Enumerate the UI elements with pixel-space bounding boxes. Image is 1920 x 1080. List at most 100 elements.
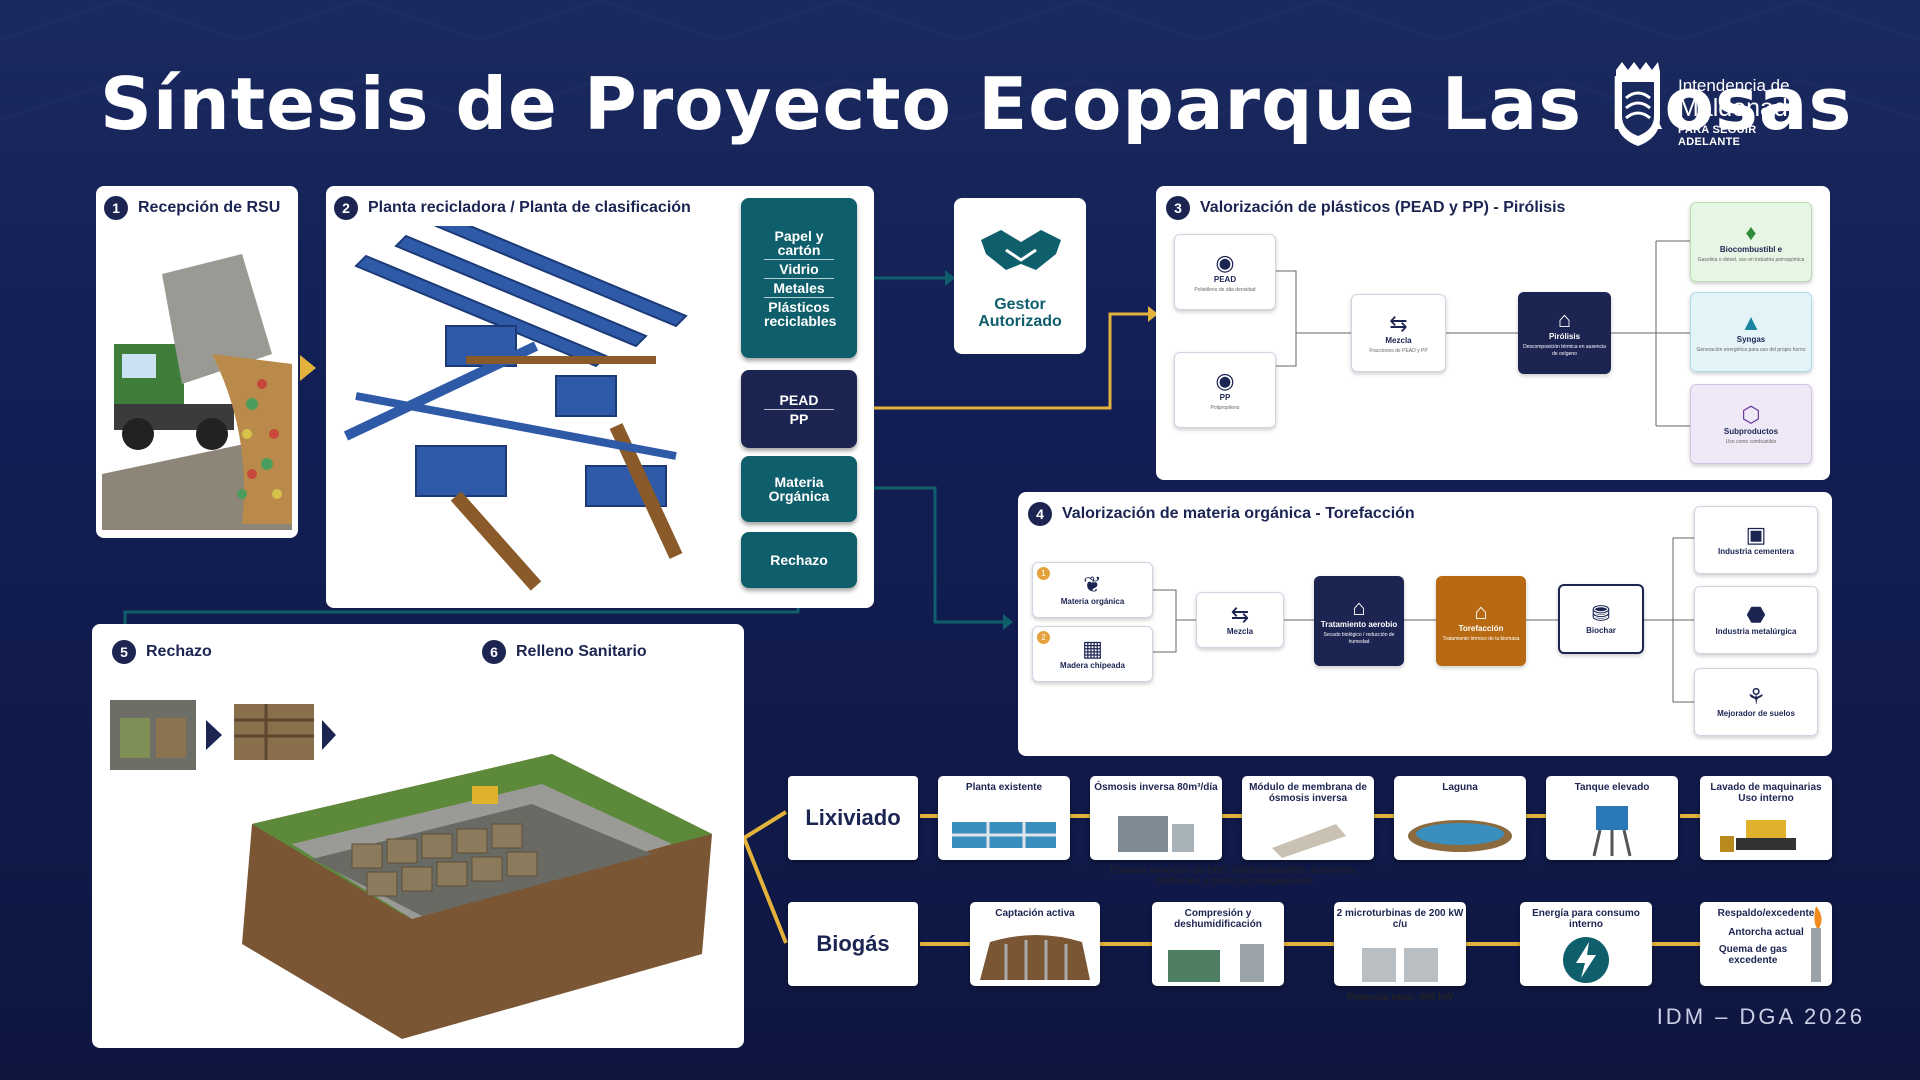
category-item: PEAD <box>764 391 834 410</box>
node-sub: Polipropileno <box>1210 404 1240 411</box>
landfill-cross-section-illustration <box>242 754 712 1039</box>
category-group-plasticos: PEAD PP <box>741 370 857 448</box>
furnace-icon: ⌂ <box>1474 598 1488 624</box>
category-group-rechazo: Rechazo <box>741 532 857 588</box>
section-rechazo-relleno: 5 Rechazo 6 Relleno Sanitario <box>92 624 744 1048</box>
coat-of-arms-icon <box>1616 62 1660 146</box>
step-label: Compresión y deshumidificación <box>1174 908 1262 930</box>
step-number: 6 <box>482 640 506 664</box>
flare-icon <box>1811 906 1822 982</box>
step-label: Laguna <box>1442 782 1478 793</box>
node-label: Materia orgánica <box>1060 597 1125 606</box>
category-item: Metales <box>764 279 834 298</box>
bin-icon: ⛃ <box>1591 601 1611 626</box>
node-label: Biochar <box>1586 626 1616 635</box>
lagoon-icon <box>1408 820 1512 852</box>
footer-code: IDM – DGA 2026 <box>1656 1004 1865 1029</box>
polymer-icon: ◉ <box>1215 367 1235 393</box>
category-item: Papel y cartón <box>764 227 834 260</box>
torefaccion-node: ⌂ Torefacción Tratamiento térmico de la … <box>1436 576 1526 666</box>
lightning-icon <box>1563 937 1609 983</box>
step-number: 5 <box>112 640 136 664</box>
step-label: Energía para consumo interno <box>1532 908 1640 930</box>
pead-node: ◉ PEAD Polietileno de alta densidad <box>1174 234 1276 310</box>
materia-organica-node: 1 ❦ Materia orgánica <box>1032 562 1153 618</box>
mezcla-node: ⇆ Mezcla Fracciones de PEAD y PP <box>1351 294 1446 372</box>
node-label: Tratamiento aerobio <box>1320 620 1398 629</box>
lix-step-osmosis: Ósmosis inversa 80m³/día <box>1090 776 1222 860</box>
category-item: Plásticos reciclables <box>764 298 837 329</box>
category-item: PP <box>789 410 809 427</box>
mejorador-suelos-node: ⚘ Mejorador de suelos <box>1694 668 1818 736</box>
pirolisis-connectors <box>1276 240 1690 427</box>
factory-icon: ▣ <box>1745 522 1767 547</box>
category-group-reciclables: Papel y cartón Vidrio Metales Plásticos … <box>741 198 857 358</box>
furnace-icon: ⌂ <box>1557 307 1572 332</box>
node-label: PEAD <box>1213 274 1237 284</box>
section-title: Planta recicladora / Planta de clasifica… <box>368 199 691 216</box>
node-sub: Gasolina o diésel, uso en industria petr… <box>1697 256 1805 263</box>
node-label: Torefacción <box>1458 623 1504 633</box>
step-label: Respaldo/excedente <box>1717 908 1815 919</box>
pp-node: ◉ PP Polipropileno <box>1174 352 1276 428</box>
madera-chipeada-node: 2 ▦ Madera chipeada <box>1032 626 1153 682</box>
sorting-plant-illustration <box>343 226 688 591</box>
badge: 1 <box>1037 567 1050 580</box>
gestor-autorizado-card: Gestor Autorizado <box>954 198 1086 354</box>
step-number: 4 <box>1028 502 1052 526</box>
industria-cementera-node: ▣ Industria cementera <box>1694 506 1818 574</box>
subproductos-node: ⬡ Subproductos Uso como combustible <box>1690 384 1812 464</box>
node-label: Industria metalúrgica <box>1715 627 1797 636</box>
section-title: Valorización de materia orgánica - Toref… <box>1062 505 1415 522</box>
node-sub: Uso como combustible <box>1725 438 1777 445</box>
step-label: Captación activa <box>995 908 1075 919</box>
node-label: Syngas <box>1736 334 1766 344</box>
building-icon: ⌂ <box>1352 595 1366 620</box>
intendencia-logo: Intendencia de Maldonado PARA SEGUIR ADE… <box>1608 58 1808 150</box>
syngas-node: ▲ Syngas Generación energética para uso … <box>1690 292 1812 372</box>
garbage-truck-illustration <box>102 254 292 530</box>
biocombustible-node: ♦ Biocombustibl e Gasolina o diésel, uso… <box>1690 202 1812 282</box>
step-number: 1 <box>104 196 128 220</box>
pirolisis-node: ⌂ Pirólisis Descomposición térmica en au… <box>1518 292 1611 374</box>
step-extra: Antorcha actual <box>1728 927 1804 938</box>
node-label: Mezcla <box>1226 627 1254 636</box>
gestor-label: Gestor Autorizado <box>978 296 1062 330</box>
badge: 2 <box>1037 631 1050 644</box>
step-extra: Quema de gas excedente <box>1718 944 1788 966</box>
step-label: Tanque elevado <box>1574 782 1650 793</box>
logo-line2: Maldonado <box>1678 94 1802 122</box>
node-label: Pirólisis <box>1548 332 1581 341</box>
water-tank-icon <box>1592 806 1632 857</box>
step-number: 3 <box>1166 196 1190 220</box>
node-label: Biocombustibl e <box>1719 244 1783 254</box>
node-label: Mejorador de suelos <box>1717 709 1795 718</box>
node-sub: Generación energética para uso del propi… <box>1696 346 1806 353</box>
lixiviado-note: Elevada remoción de DB0, sólidos disuelt… <box>1110 865 1358 887</box>
node-sub: Secado biológico / reducción de humedad <box>1323 632 1395 645</box>
category-item: Rechazo <box>770 552 828 568</box>
treatment-pools-icon <box>952 822 1056 848</box>
polymer-icon: ◉ <box>1215 249 1235 275</box>
step-label: Módulo de membrana de ósmosis inversa <box>1249 782 1367 804</box>
step-label: 2 microturbinas de 200 kW c/u <box>1336 908 1464 930</box>
sprout-icon: ⚘ <box>1746 684 1766 709</box>
section-recepcion: 1 Recepción de RSU <box>96 186 298 538</box>
lix-step-lavado: Lavado de maquinarias Uso interno <box>1700 776 1832 860</box>
step-label: Planta existente <box>965 782 1043 793</box>
handshake-icon <box>981 230 1061 270</box>
biogas-note: Potencia total: 400 kW <box>1346 992 1454 1003</box>
gas-capture-icon <box>980 935 1090 980</box>
logo-line3: PARA SEGUIR ADELANTE <box>1678 124 1757 148</box>
lix-step-membrana: Módulo de membrana de ósmosis inversa <box>1242 776 1374 860</box>
category-item: Materia Orgánica <box>768 474 830 504</box>
category-item: Vidrio <box>764 260 834 279</box>
section-title: Rechazo <box>146 643 212 660</box>
mezcla-node: ⇆ Mezcla <box>1196 592 1284 648</box>
section-planta-recicladora: 2 Planta recicladora / Planta de clasifi… <box>326 186 874 608</box>
node-label: Madera chipeada <box>1060 661 1125 670</box>
section-torefaccion: 4 Valorización de materia orgánica - Tor… <box>1018 492 1832 756</box>
node-sub: Tratamiento térmico de la biomasa <box>1442 635 1520 642</box>
node-label: PP <box>1219 392 1231 402</box>
lix-step-laguna: Laguna <box>1394 776 1526 860</box>
